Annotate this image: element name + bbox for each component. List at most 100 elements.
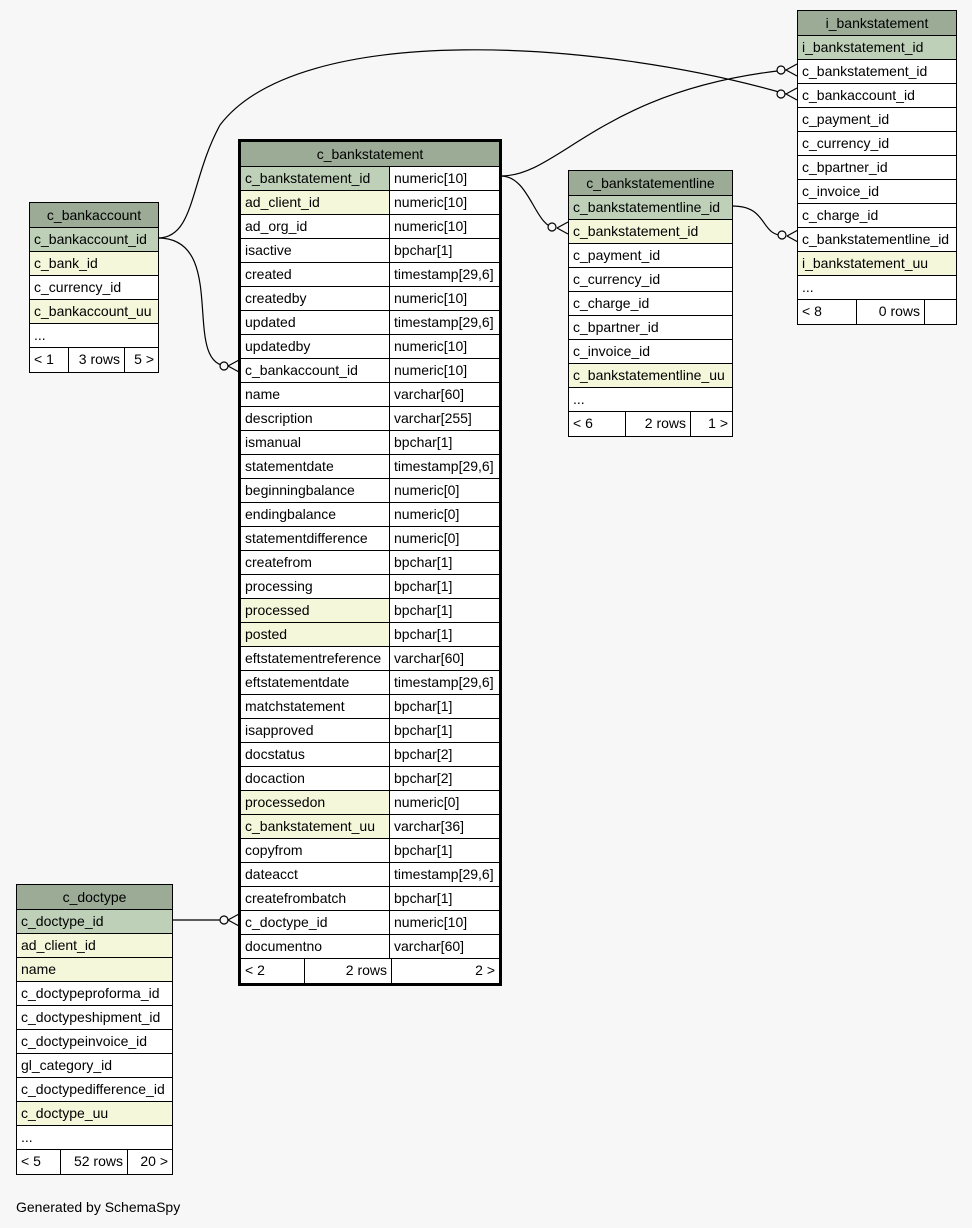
column-row[interactable]: c_doctypeproforma_id	[17, 982, 172, 1006]
more-columns-row[interactable]: ...	[17, 1126, 172, 1150]
column-row[interactable]: c_currency_id	[569, 268, 732, 292]
column-name: c_bpartner_id	[802, 159, 888, 175]
column-type: bpchar[2]	[394, 770, 453, 786]
more-columns-row[interactable]: ...	[30, 324, 158, 348]
column-row[interactable]: c_bankstatement_id	[798, 60, 956, 84]
column-row[interactable]: c_bankstatement_id	[569, 220, 732, 244]
column-row[interactable]: c_doctype_uu	[17, 1102, 172, 1126]
edge-bankstatementline-to-ibankstatement	[731, 205, 787, 237]
column-row[interactable]: c_bankstatementline_id	[798, 228, 956, 252]
children-link[interactable]	[925, 300, 956, 324]
column-row[interactable]: c_payment_id	[569, 244, 732, 268]
table-header[interactable]: c_doctype	[17, 885, 172, 910]
column-row[interactable]: c_bank_id	[30, 252, 158, 276]
column-row[interactable]: c_bankaccount_id	[30, 228, 158, 252]
column-row[interactable]: ad_client_id	[17, 934, 172, 958]
column-row[interactable]: c_invoice_id	[798, 180, 956, 204]
more-columns-row[interactable]: ...	[569, 388, 732, 412]
parents-link[interactable]: < 1	[30, 348, 69, 372]
column-row[interactable]: c_invoice_id	[569, 340, 732, 364]
parents-link[interactable]: < 8	[798, 300, 857, 324]
children-link[interactable]: 20 >	[140, 1153, 168, 1169]
parents-link[interactable]: < 5	[17, 1150, 61, 1174]
column-row[interactable]: i_bankstatement_uu	[798, 252, 956, 276]
column-row[interactable]: i_bankstatement_id	[798, 36, 956, 60]
table-header[interactable]: c_bankstatement	[241, 142, 499, 167]
column-row[interactable]: c_doctypeinvoice_id	[17, 1030, 172, 1054]
column-row[interactable]: c_bpartner_id	[569, 316, 732, 340]
parents-link[interactable]: < 2	[241, 959, 305, 983]
table-header[interactable]: c_bankaccount	[30, 203, 158, 228]
edge-bankaccount-to-ibankstatement	[157, 49, 787, 239]
parents-link[interactable]: < 6	[569, 412, 626, 436]
column-row[interactable]: c_bpartner_id	[798, 156, 956, 180]
column-name: c_invoice_id	[573, 343, 651, 359]
column-row[interactable]: c_doctypeshipment_id	[17, 1006, 172, 1030]
column-row[interactable]: c_charge_id	[798, 204, 956, 228]
column-row[interactable]: name	[17, 958, 172, 982]
children-link[interactable]: 1 >	[708, 415, 728, 431]
column-row[interactable]: c_bankaccount_uu	[30, 300, 158, 324]
column-row[interactable]: c_payment_id	[798, 108, 956, 132]
column-row[interactable]: c_currency_id	[30, 276, 158, 300]
table-c-bankstatementline[interactable]: c_bankstatementline c_bankstatementline_…	[568, 170, 733, 437]
column-row[interactable]: gl_category_id	[17, 1054, 172, 1078]
column-type: varchar[60]	[394, 938, 465, 954]
more-columns-row[interactable]: ...	[798, 276, 956, 300]
edge-bankaccount-to-bankstatement	[157, 237, 229, 367]
children-link[interactable]: 2 >	[475, 962, 495, 978]
table-header[interactable]: c_bankstatementline	[569, 171, 732, 196]
children-link[interactable]: 5 >	[134, 351, 154, 367]
column-row[interactable]: c_doctypedifference_id	[17, 1078, 172, 1102]
column-row[interactable]: c_doctype_id	[17, 910, 172, 934]
table-header[interactable]: i_bankstatement	[798, 11, 956, 36]
column-row[interactable]: c_currency_id	[798, 132, 956, 156]
column-name: c_payment_id	[802, 111, 890, 127]
column-type: bpchar[1]	[394, 890, 453, 906]
column-row[interactable]: c_charge_id	[569, 292, 732, 316]
column-row[interactable]: c_bankstatementline_uu	[569, 364, 732, 388]
column-name: statementdifference	[241, 527, 390, 550]
column-row[interactable]: c_bankaccount_id	[798, 84, 956, 108]
optional-marker	[547, 222, 557, 232]
column-row[interactable]: c_bankstatementline_id	[569, 196, 732, 220]
column-name: description	[241, 407, 390, 430]
